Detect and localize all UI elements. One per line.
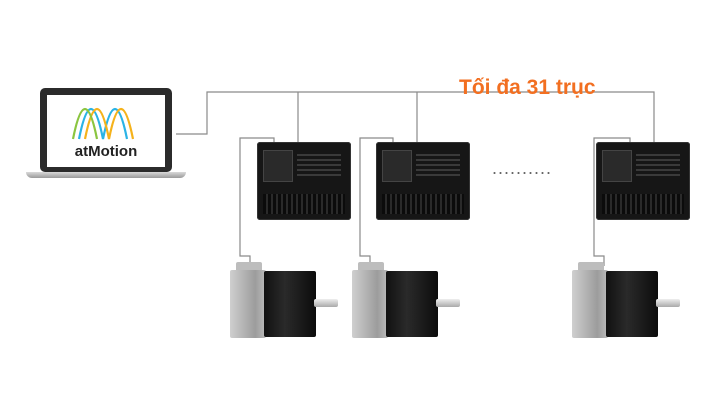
laptop-base bbox=[26, 172, 186, 178]
max-axes-label: Tối đa 31 trục bbox=[459, 76, 596, 99]
atmotion-logo-text: atMotion bbox=[74, 143, 138, 160]
servo-driver-3 bbox=[596, 142, 690, 220]
servo-driver-2 bbox=[376, 142, 470, 220]
servo-motor-3 bbox=[570, 262, 680, 338]
servo-motor-1 bbox=[228, 262, 338, 338]
atmotion-wave-logo-icon bbox=[71, 107, 135, 140]
servo-driver-1 bbox=[257, 142, 351, 220]
laptop-screen bbox=[47, 95, 165, 167]
servo-motor-2 bbox=[350, 262, 460, 338]
more-drivers-ellipsis: .......... bbox=[492, 158, 553, 178]
